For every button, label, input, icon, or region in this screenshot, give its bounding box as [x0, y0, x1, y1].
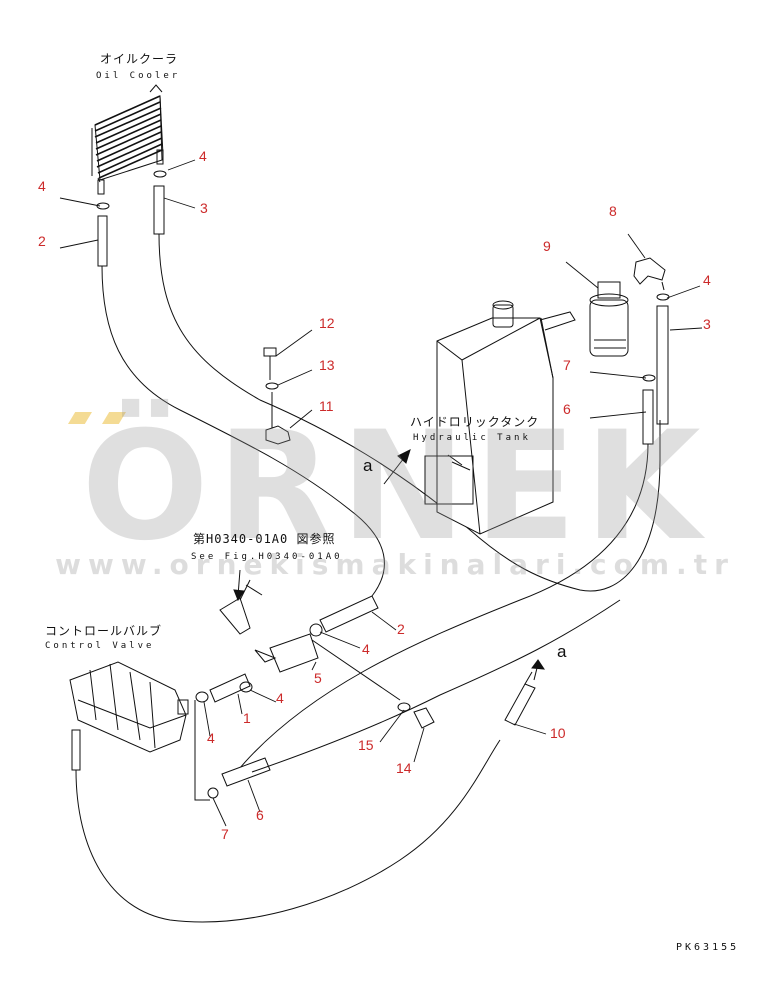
callout-5: 5 — [314, 670, 322, 686]
callout-2: 2 — [38, 233, 46, 249]
callout-8: 8 — [609, 203, 617, 219]
oil-cooler-label-jp: オイルクーラ — [100, 52, 179, 66]
callout-6: 6 — [563, 401, 571, 417]
callout-14: 14 — [396, 760, 412, 776]
callout-4: 4 — [362, 641, 370, 657]
hydraulic-tank-label-en: Hydraulic Tank — [413, 433, 531, 443]
callout-4: 4 — [38, 178, 46, 194]
see-fig-label-jp: 第H0340-01A0 図参照 — [193, 532, 336, 546]
callout-4: 4 — [207, 730, 215, 746]
cooler-hoses — [96, 170, 661, 597]
hydraulic-tank-label-jp: ハイドロリックタンク — [410, 415, 540, 429]
control-valve — [69, 661, 501, 923]
callout-10: 10 — [550, 725, 566, 741]
callout-11: 11 — [319, 398, 334, 414]
callout-2: 2 — [397, 621, 405, 637]
callout-12: 12 — [319, 315, 335, 331]
callout-4: 4 — [199, 148, 207, 164]
right-hoses — [229, 293, 670, 781]
callout-6: 6 — [256, 807, 264, 823]
callout-7: 7 — [221, 826, 229, 842]
callout-15: 15 — [358, 737, 374, 753]
view-arrows — [383, 449, 545, 681]
hydraulic-tank — [424, 300, 576, 535]
see-fig-label-en: See Fig.H0340-01A0 — [191, 552, 343, 562]
callout-4: 4 — [703, 272, 711, 288]
view-mark-a: a — [363, 456, 373, 475]
middle-parts — [194, 579, 621, 801]
leader-lines — [59, 159, 703, 827]
callout-9: 9 — [543, 238, 551, 254]
callout-4: 4 — [276, 690, 284, 706]
clamp-assembly — [263, 347, 291, 445]
oil-cooler — [91, 84, 164, 195]
oil-cooler-label-en: Oil Cooler — [96, 71, 181, 81]
drawing-code: PK63155 — [676, 942, 740, 953]
filter-assembly — [589, 257, 666, 357]
view-mark-a: a — [557, 642, 567, 661]
callout-3: 3 — [200, 200, 208, 216]
callout-3: 3 — [703, 316, 711, 332]
callout-13: 13 — [319, 357, 335, 373]
callout-1: 1 — [243, 710, 251, 726]
control-valve-label-en: Control Valve — [45, 641, 155, 651]
callout-7: 7 — [563, 357, 571, 373]
see-fig-arrow — [233, 569, 245, 602]
control-valve-label-jp: コントロールバルブ — [45, 624, 163, 638]
